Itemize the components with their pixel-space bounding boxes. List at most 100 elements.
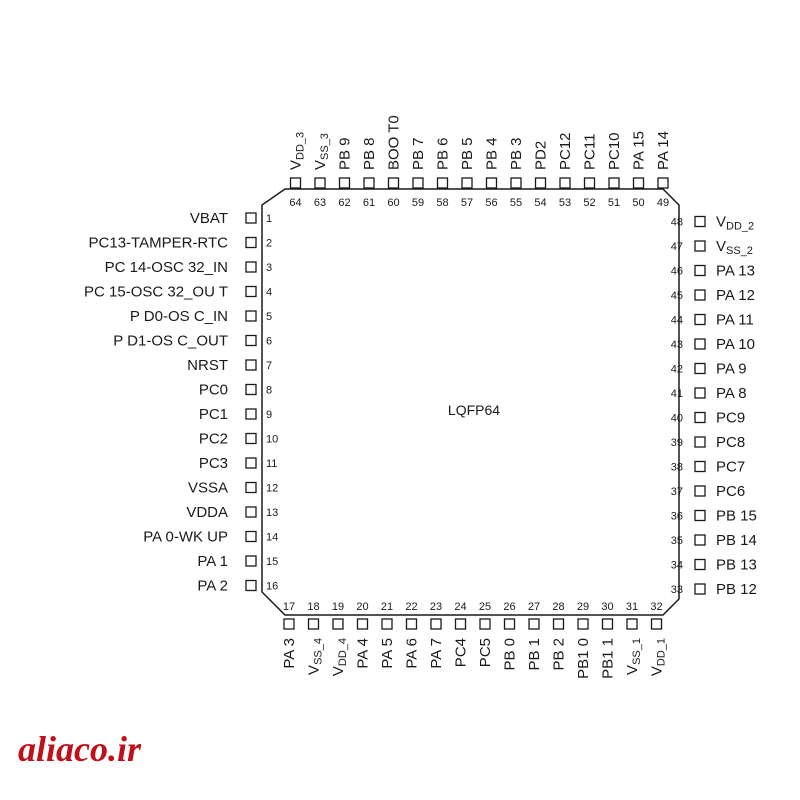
pin-number: 39 [671, 437, 683, 449]
pin-pad [626, 618, 638, 630]
pin-number: 15 [266, 556, 278, 568]
pin-label: PC12 [557, 132, 574, 170]
pin-number: 48 [671, 217, 683, 229]
pin-label: PA 8 [716, 385, 747, 402]
pin-bottom-20: 20 PA 4 [355, 601, 372, 669]
pin-top-62: 62 PB 9 [337, 137, 354, 209]
pin-label: VSS_4 [306, 638, 325, 675]
pin-number: 44 [671, 315, 683, 327]
pin-label: PC13-TAMPER-RTC [89, 235, 229, 252]
pin-label: VSS_1 [624, 638, 643, 675]
pin-number: 49 [657, 197, 669, 209]
pin-pad [245, 383, 257, 396]
pin-label: PC8 [716, 434, 745, 451]
pin-label: PB 3 [508, 137, 525, 170]
pin-pad [314, 177, 326, 189]
pin-label: VSS_3 [312, 133, 331, 170]
pin-number: 36 [671, 511, 683, 523]
pin-pad [338, 177, 351, 189]
pin-number: 38 [671, 462, 683, 474]
pin-pad [694, 313, 706, 326]
pin-label: PA 10 [716, 336, 755, 353]
pin-label: PA 1 [197, 553, 228, 570]
pin-label: PB 14 [716, 532, 757, 549]
pin-label: PC3 [199, 455, 228, 472]
pin-label: VDDA [186, 504, 228, 521]
pin-number: 54 [534, 197, 546, 209]
pin-pad [608, 177, 620, 189]
pin-label: PC10 [606, 132, 623, 170]
pin-label: PC2 [199, 431, 228, 448]
pin-pad [694, 411, 706, 424]
pin-number: 35 [671, 535, 683, 547]
pin-label: PB 12 [716, 581, 757, 598]
pin-label: PB1 1 [600, 638, 617, 679]
pin-number: 29 [577, 601, 589, 613]
pin-number: 32 [650, 601, 662, 613]
pin-number: 58 [436, 197, 448, 209]
pin-pad [479, 618, 491, 630]
pin-pad [283, 618, 295, 630]
pin-number: 62 [338, 197, 350, 209]
pin-number: 20 [356, 601, 368, 613]
pin-pad [694, 558, 706, 571]
pin-label: P D1-OS C_OUT [113, 333, 228, 350]
pin-label: VSSA [188, 480, 228, 497]
pin-number: 3 [266, 262, 272, 274]
pin-label: PA 4 [355, 638, 372, 669]
pin-pad [245, 334, 257, 347]
pin-pad [245, 530, 257, 543]
pin-label: P D0-OS C_IN [130, 308, 228, 325]
pin-label: VDD_3 [288, 132, 307, 170]
pin-number: 37 [671, 486, 683, 498]
pin-pad [694, 509, 706, 522]
pin-pad [510, 177, 522, 189]
pin-label: PC5 [477, 638, 494, 667]
pin-pad [245, 457, 257, 469]
pin-number: 27 [528, 601, 540, 613]
pin-left-6: 6P D1-OS C_OUT [113, 333, 272, 350]
pin-pad [694, 240, 706, 252]
pin-pad [559, 177, 571, 189]
pin-pad [694, 534, 706, 546]
pin-number: 19 [332, 601, 344, 613]
pin-number: 50 [632, 197, 644, 209]
pin-pad [245, 408, 257, 420]
pin-label: PA 0-WK UP [143, 529, 228, 546]
pin-label: PB 9 [337, 137, 354, 170]
pin-label: PC6 [716, 483, 745, 500]
pin-pad [552, 618, 565, 630]
pin-pad [694, 215, 706, 228]
pin-right-39: 39 PC8 [671, 434, 745, 451]
pin-number: 28 [552, 601, 564, 613]
pin-label: VBAT [190, 210, 228, 227]
pin-number: 46 [671, 266, 683, 278]
pin-number: 5 [266, 311, 272, 323]
pin-pad [577, 618, 589, 630]
pin-pad [387, 177, 400, 189]
